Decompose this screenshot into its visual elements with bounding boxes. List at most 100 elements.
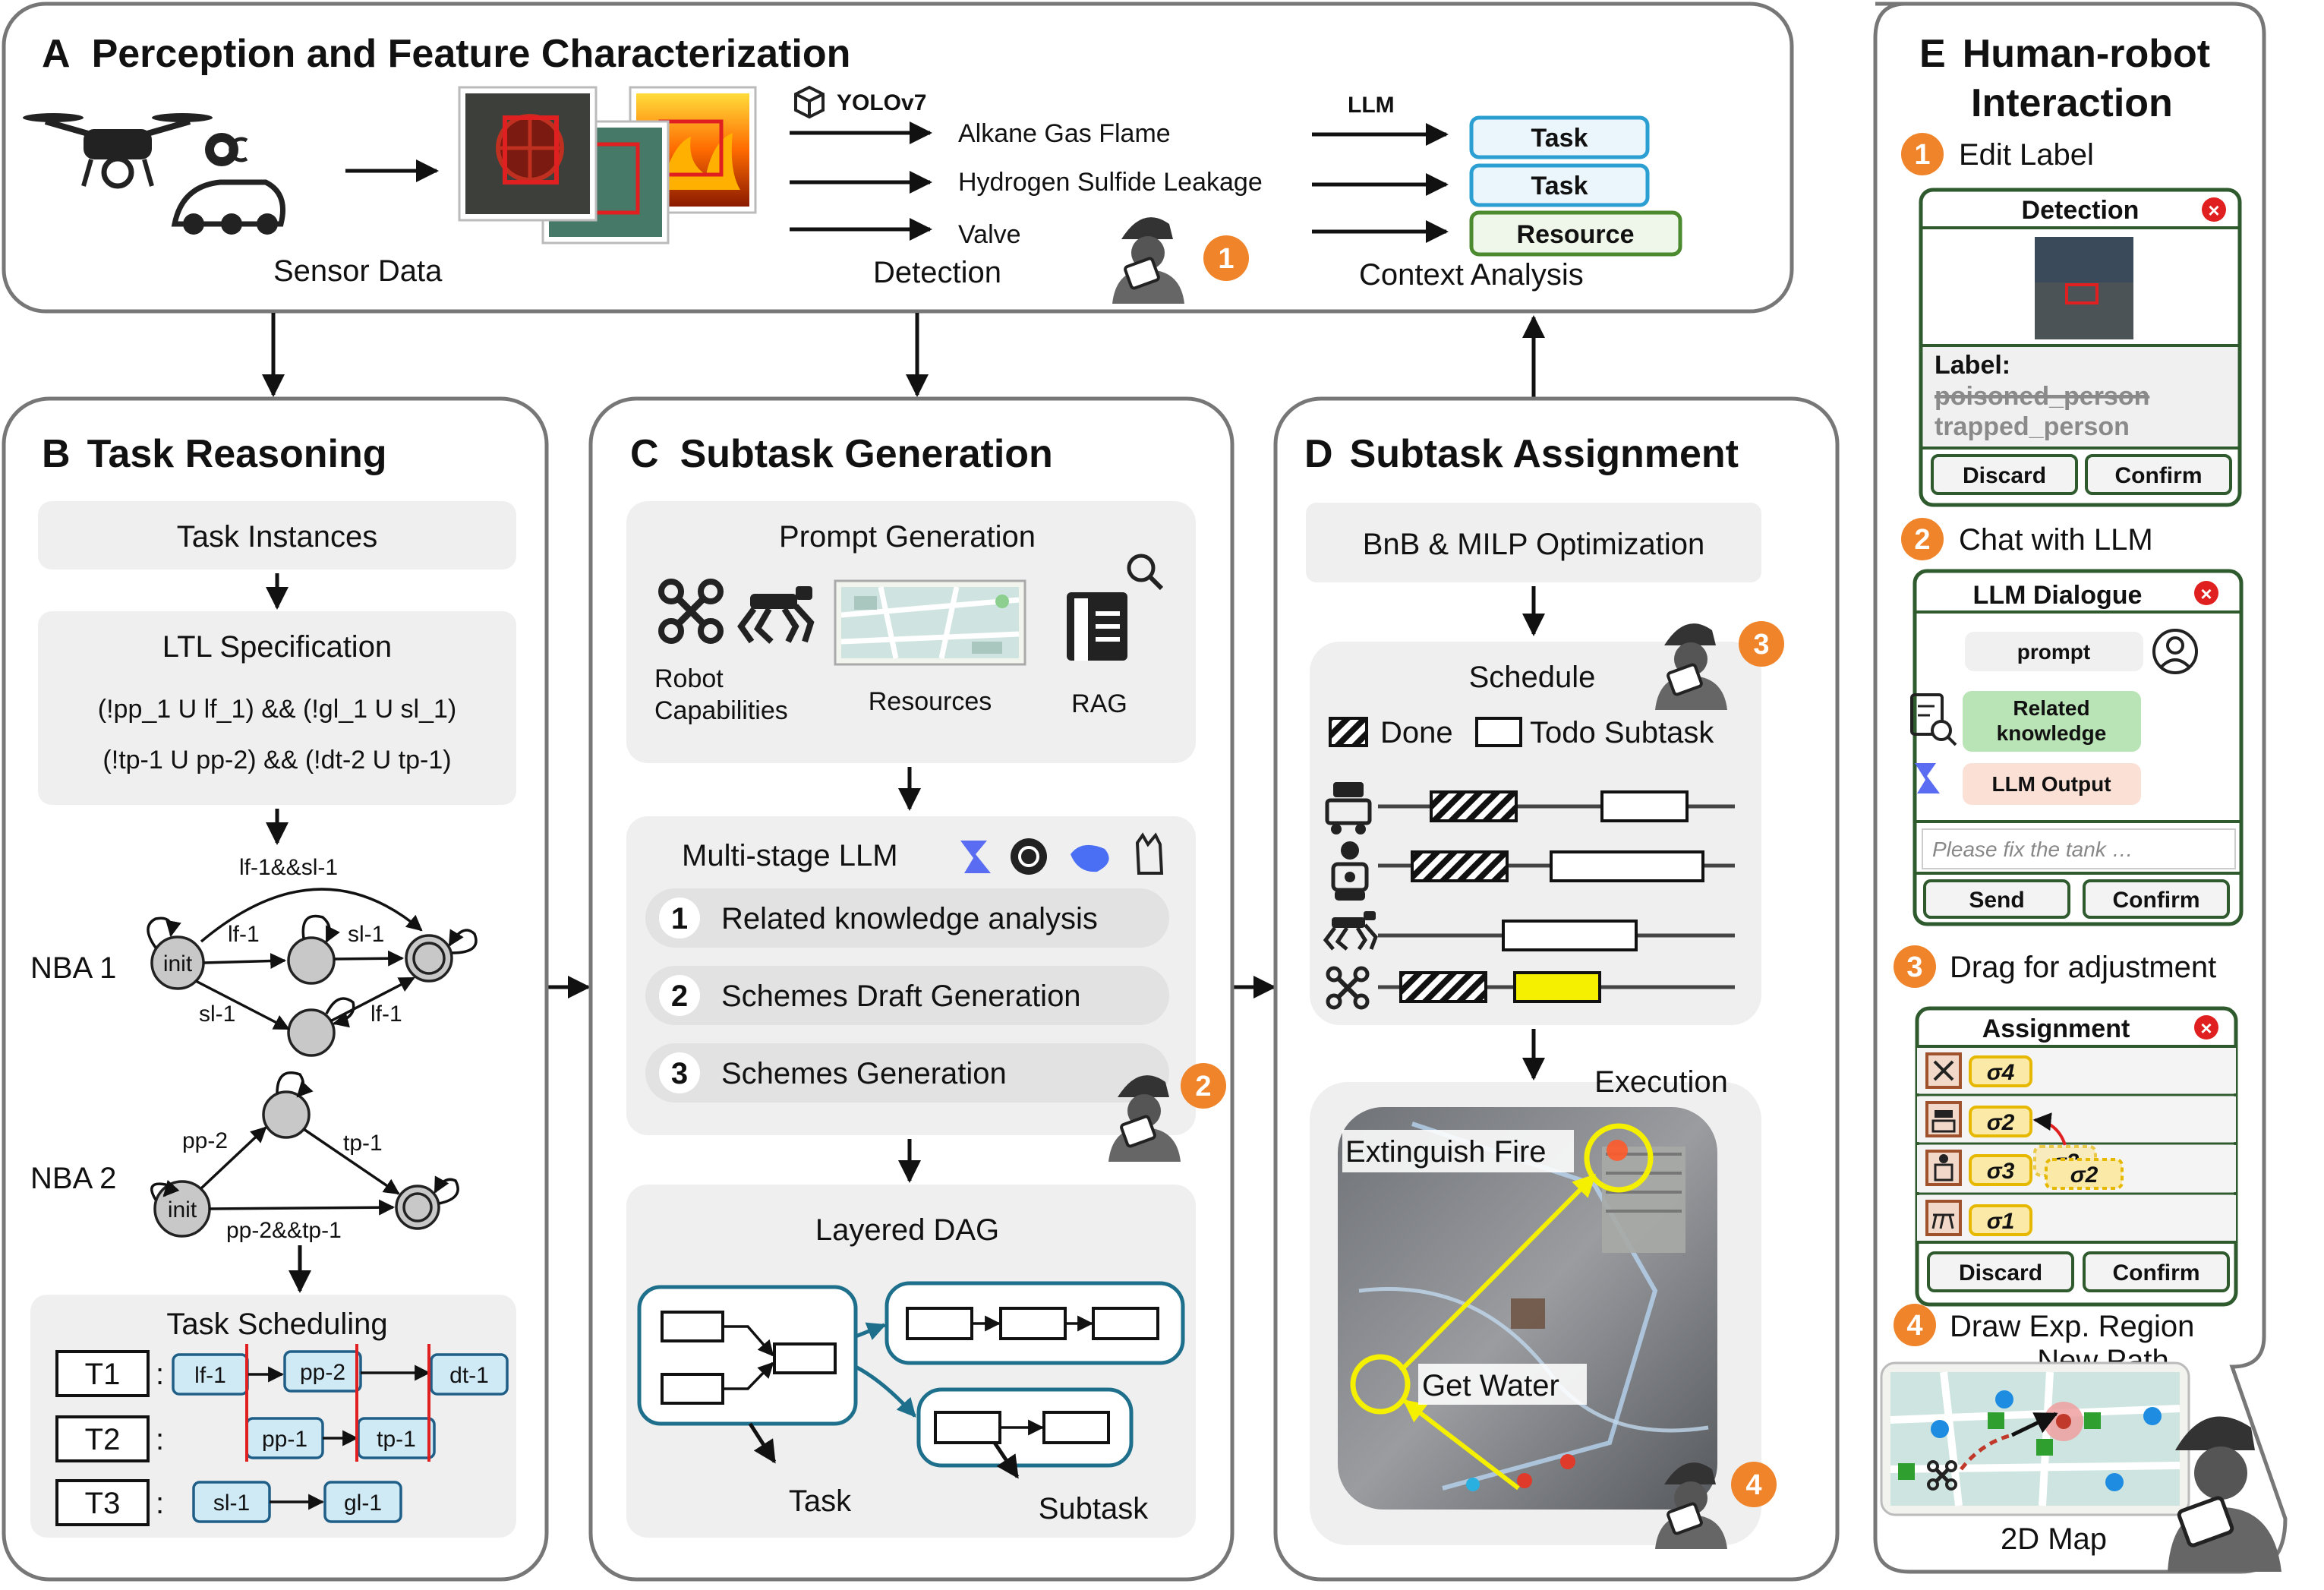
dag-node (934, 1411, 1001, 1444)
sensor-image-stack (458, 86, 757, 244)
assign-confirm-button[interactable] (2083, 1251, 2230, 1292)
task-bar-todo[interactable] (1502, 920, 1638, 951)
chip-pp1-text: pp-1 (262, 1427, 307, 1452)
step-1-label: Related knowledge analysis (721, 902, 1098, 935)
step-3-number: 3 (671, 1057, 688, 1090)
map-2d[interactable] (1880, 1361, 2190, 1516)
sigma-chip-3-text: σ3 (1987, 1159, 2015, 1184)
done-legend-swatch (1329, 717, 1368, 747)
related-knowledge-text-2: knowledge (1997, 721, 2107, 745)
sigma-chip-2[interactable] (1969, 1106, 2032, 1137)
task-bar-done[interactable] (1399, 971, 1487, 1003)
sigma-chip-1[interactable] (1969, 1204, 2032, 1236)
nba1-node-low (287, 1008, 336, 1057)
row-t2-colon: : (156, 1423, 164, 1456)
task-bar-done[interactable] (1430, 790, 1518, 822)
schedule-title: Schedule (1469, 661, 1596, 694)
sigma-chip-3[interactable] (1969, 1154, 2032, 1186)
chat-llm-title: Chat with LLM (1959, 523, 2153, 557)
sensor-data-label: Sensor Data (273, 254, 443, 288)
detection-item-flame: Alkane Gas Flame (958, 119, 1171, 148)
chip-tp1-text: tp-1 (377, 1427, 416, 1452)
assign-confirm-label: Confirm (2113, 1260, 2200, 1286)
ltl-line-1: (!pp_1 U lf_1) && (!gl_1 U sl_1) (98, 695, 456, 724)
extinguish-fire-label: Extinguish Fire (1345, 1135, 1547, 1169)
sigma-drag-target[interactable] (2045, 1158, 2124, 1190)
chip-dt1-text: dt-1 (449, 1363, 489, 1388)
layered-dag-title: Layered DAG (815, 1213, 999, 1247)
label-new-value: trapped_person (1935, 412, 2130, 441)
detection-card-close-icon[interactable] (2202, 197, 2226, 222)
e-badge-1 (1901, 133, 1944, 175)
schedule-box (1310, 642, 1761, 1025)
context-resource-box (1469, 210, 1682, 257)
sigma-chip-1-text: σ1 (1987, 1209, 2015, 1234)
chat-confirm-button[interactable] (2083, 879, 2230, 919)
drone-icon (23, 113, 213, 189)
chip-pp2 (283, 1350, 362, 1393)
firefighter-icon-c (1108, 1075, 1181, 1162)
e-badge-4 (1894, 1304, 1936, 1346)
step-1-pill (645, 888, 1169, 948)
nba1-node-mid (287, 936, 336, 985)
map-poi-icon (1931, 1420, 1949, 1438)
path-to-fire (1398, 1173, 1597, 1373)
step-1-number: 1 (671, 902, 688, 935)
execution-aerial-map (1338, 1107, 1717, 1510)
e-badge-2-text: 2 (1914, 524, 1930, 556)
schedule-robot-quadruped-icon (1323, 911, 1378, 951)
get-water-label: Get Water (1422, 1369, 1559, 1402)
chat-input[interactable] (1922, 828, 2236, 869)
extinguish-fire-marker (1584, 1123, 1654, 1193)
nba1-edge-sl1-low: sl-1 (199, 1002, 235, 1027)
task-bar-done[interactable] (1411, 850, 1509, 882)
task-instances-label: Task Instances (177, 520, 378, 554)
context-task-2: Task (1531, 172, 1588, 200)
assign-discard-button[interactable] (1927, 1251, 2074, 1292)
yolo-label: YOLOv7 (837, 90, 926, 115)
task-instances-box (38, 501, 516, 569)
old-path (1960, 1433, 2013, 1471)
assignment-close-icon[interactable] (2194, 1015, 2218, 1039)
related-knowledge-bubble (1963, 691, 2141, 752)
badge-3-text: 3 (1753, 629, 1769, 661)
ground-robot-icon (171, 133, 285, 235)
task-bar-active[interactable] (1513, 971, 1601, 1003)
e-badge-4-text: 4 (1906, 1310, 1922, 1342)
llm-dialogue-close-icon[interactable] (2194, 581, 2218, 605)
panel-e-title-1: Human-robot (1963, 32, 2210, 76)
dag-subtask-label: Subtask (1039, 1492, 1149, 1525)
detection-confirm-label: Confirm (2115, 463, 2203, 488)
edit-label-title: Edit Label (1959, 138, 2094, 172)
chip-pp2-text: pp-2 (300, 1360, 345, 1385)
llm-label: LLM (1348, 93, 1395, 118)
task-bar-todo[interactable] (1600, 790, 1689, 822)
dag-node (906, 1307, 973, 1340)
nba2-node-top (262, 1090, 311, 1139)
panel-c-title: Subtask Generation (680, 432, 1053, 476)
e-badge-2 (1901, 518, 1944, 560)
detection-discard-button[interactable] (1931, 454, 2078, 495)
chat-send-button[interactable] (1923, 879, 2070, 919)
detection-label: Detection (873, 256, 1001, 289)
sigma-chip-4[interactable] (1969, 1055, 2032, 1087)
badge-1-icon (1203, 235, 1249, 281)
dag-node (1092, 1307, 1159, 1340)
prompt-generation-title: Prompt Generation (779, 520, 1036, 554)
context-analysis-label: Context Analysis (1359, 258, 1584, 292)
task-bar-todo[interactable] (1550, 850, 1704, 882)
detection-confirm-button[interactable] (2085, 454, 2232, 495)
step-2-pill (645, 966, 1169, 1025)
prompt-bubble-text: prompt (2017, 640, 2090, 664)
row-t3-box (55, 1479, 150, 1526)
map-resource-icon (2036, 1439, 2053, 1456)
llm-output-text: LLM Output (1991, 772, 2111, 796)
step-2-number: 2 (671, 980, 688, 1013)
context-resource: Resource (1517, 220, 1635, 249)
panel-d-letter: D (1304, 432, 1333, 476)
robot-capabilities-1: Robot (654, 664, 724, 693)
